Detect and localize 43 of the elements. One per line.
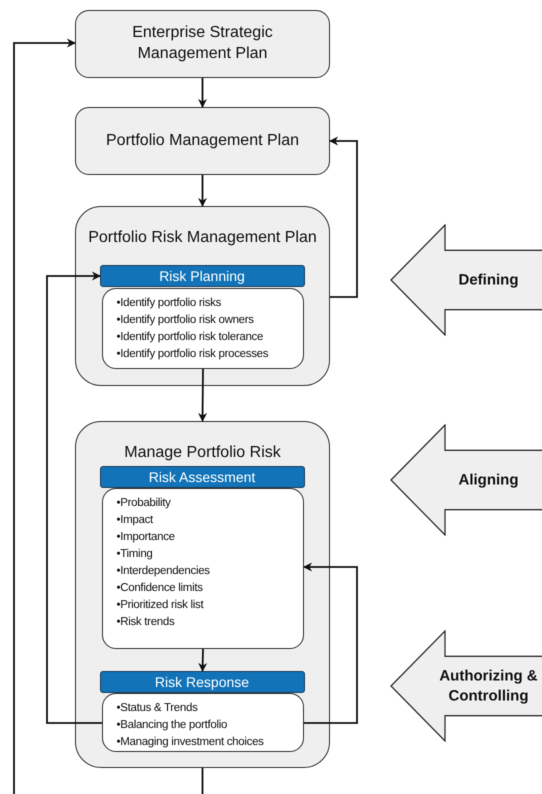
section-title: Risk Response: [154, 674, 250, 690]
bullet-list-box: [102, 288, 304, 368]
section-header-bar: [100, 264, 304, 286]
group-container: [75, 421, 330, 768]
bullet-item: •Risk trends: [116, 614, 176, 630]
bullet-item: •Balancing the portfolio: [116, 718, 228, 732]
connector-arrow: [303, 562, 358, 724]
bullet-list-box: [102, 692, 304, 752]
connector-arrow: [198, 648, 208, 672]
stage-label: Defining: [458, 270, 520, 290]
section-title: Risk Assessment: [148, 468, 256, 484]
bullet-item: •Importance: [116, 530, 176, 544]
group-container: [75, 206, 330, 386]
box-label: Enterprise Strategic Management Plan: [131, 23, 274, 64]
bullet-item: •Probability: [116, 496, 172, 510]
group-title: Portfolio Risk Management Plan: [87, 229, 318, 247]
bullet-item: •Impact: [116, 512, 154, 528]
bullet-list-box: [102, 488, 304, 648]
section-header-bar: [100, 670, 304, 692]
bullet-item: •Interdependencies: [116, 564, 211, 578]
bullet-item: •Prioritized risk list: [116, 598, 205, 612]
stage-label: Aligning: [458, 470, 520, 490]
box-label: Portfolio Management Plan: [105, 130, 300, 151]
connector-arrow: [198, 175, 207, 207]
section-title: Risk Planning: [159, 268, 245, 284]
bullet-item: •Identify portfolio risk processes: [116, 346, 270, 362]
connector-arrow: [46, 272, 102, 724]
process-box: [75, 107, 330, 175]
connector-arrow: [329, 136, 358, 298]
connector-arrow: [13, 38, 76, 794]
connector-arrow: [198, 78, 207, 108]
group-title: Manage Portfolio Risk: [123, 444, 282, 462]
stage-label: Authorizing & Controlling: [438, 666, 539, 706]
bullet-item: •Identify portfolio risk owners: [116, 312, 255, 328]
bullet-item: •Identify portfolio risks: [116, 296, 222, 310]
process-box: [75, 10, 330, 78]
bullet-item: •Identify portfolio risk tolerance: [116, 330, 264, 344]
bullet-item: •Timing: [116, 546, 154, 562]
bullet-item: •Confidence limits: [116, 580, 204, 596]
bullet-item: •Managing investment choices: [116, 734, 265, 750]
bullet-item: •Status & Trends: [116, 700, 199, 716]
section-header-bar: [100, 466, 304, 488]
connector-arrow: [198, 369, 208, 422]
